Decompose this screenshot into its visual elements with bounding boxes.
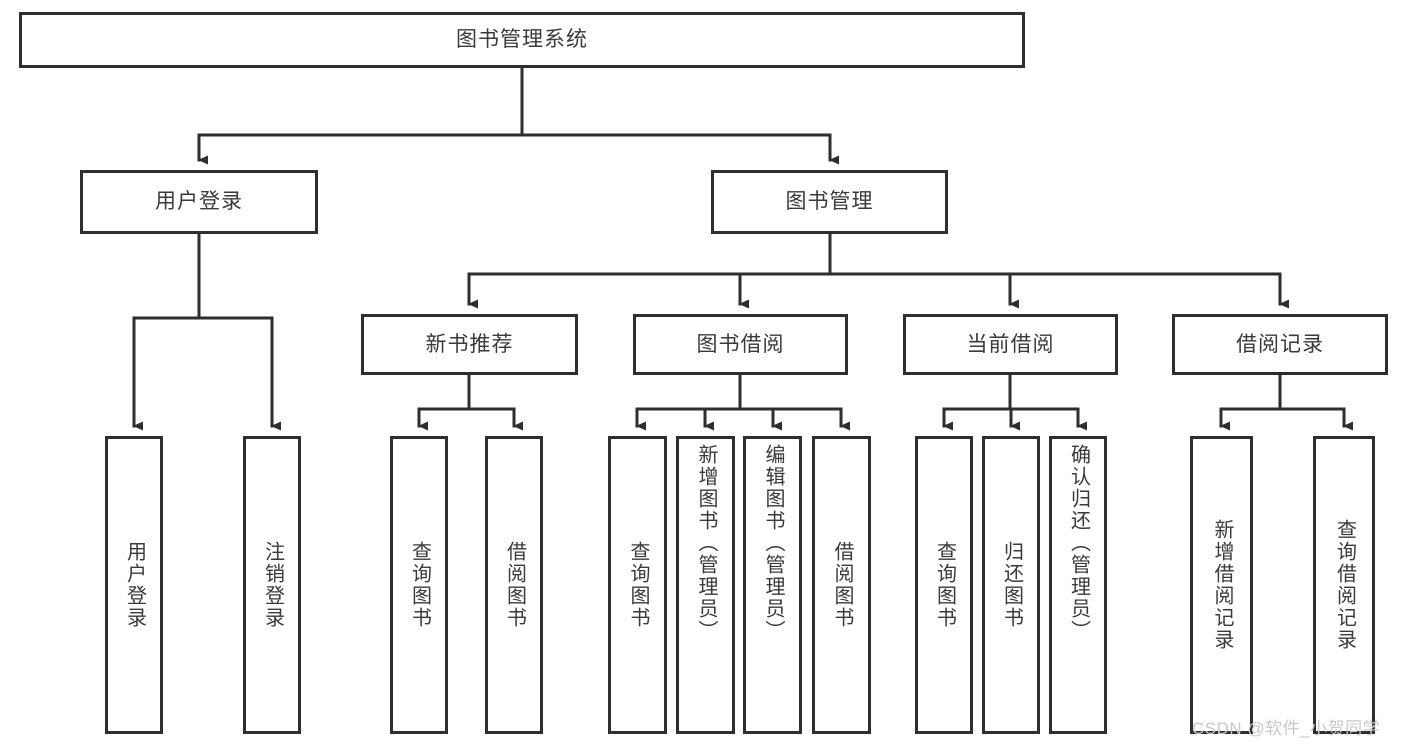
leaf-box-query-borrow-record[interactable] — [1313, 436, 1375, 734]
leaf-box-add-book-admin[interactable] — [676, 436, 735, 734]
watermark-text: CSDN @软件_小贺同学 — [1192, 719, 1381, 738]
leaf-box-user-login[interactable] — [105, 436, 163, 734]
leaf-box-add-borrow-record[interactable] — [1190, 436, 1253, 734]
leaf-box-return-book[interactable] — [982, 436, 1040, 734]
node-box-current-borrow[interactable] — [903, 314, 1118, 375]
node-box-root[interactable] — [19, 12, 1025, 68]
leaf-box-borrow-books-recommend[interactable] — [485, 436, 543, 734]
leaf-box-query-books-current[interactable] — [915, 436, 973, 734]
leaf-box-query-books-recommend[interactable] — [390, 436, 448, 734]
node-box-borrow-records[interactable] — [1172, 314, 1388, 375]
leaf-box-confirm-return-admin[interactable] — [1049, 436, 1107, 734]
node-box-book-borrow[interactable] — [633, 314, 848, 375]
node-box-book-management[interactable] — [711, 170, 948, 234]
leaf-box-query-books-borrow[interactable] — [608, 436, 667, 734]
node-box-new-book-recommend[interactable] — [361, 314, 578, 375]
leaf-box-logout[interactable] — [243, 436, 301, 734]
leaf-box-borrow-book[interactable] — [812, 436, 871, 734]
node-box-user-login[interactable] — [80, 170, 318, 234]
leaf-box-edit-book-admin[interactable] — [743, 436, 802, 734]
